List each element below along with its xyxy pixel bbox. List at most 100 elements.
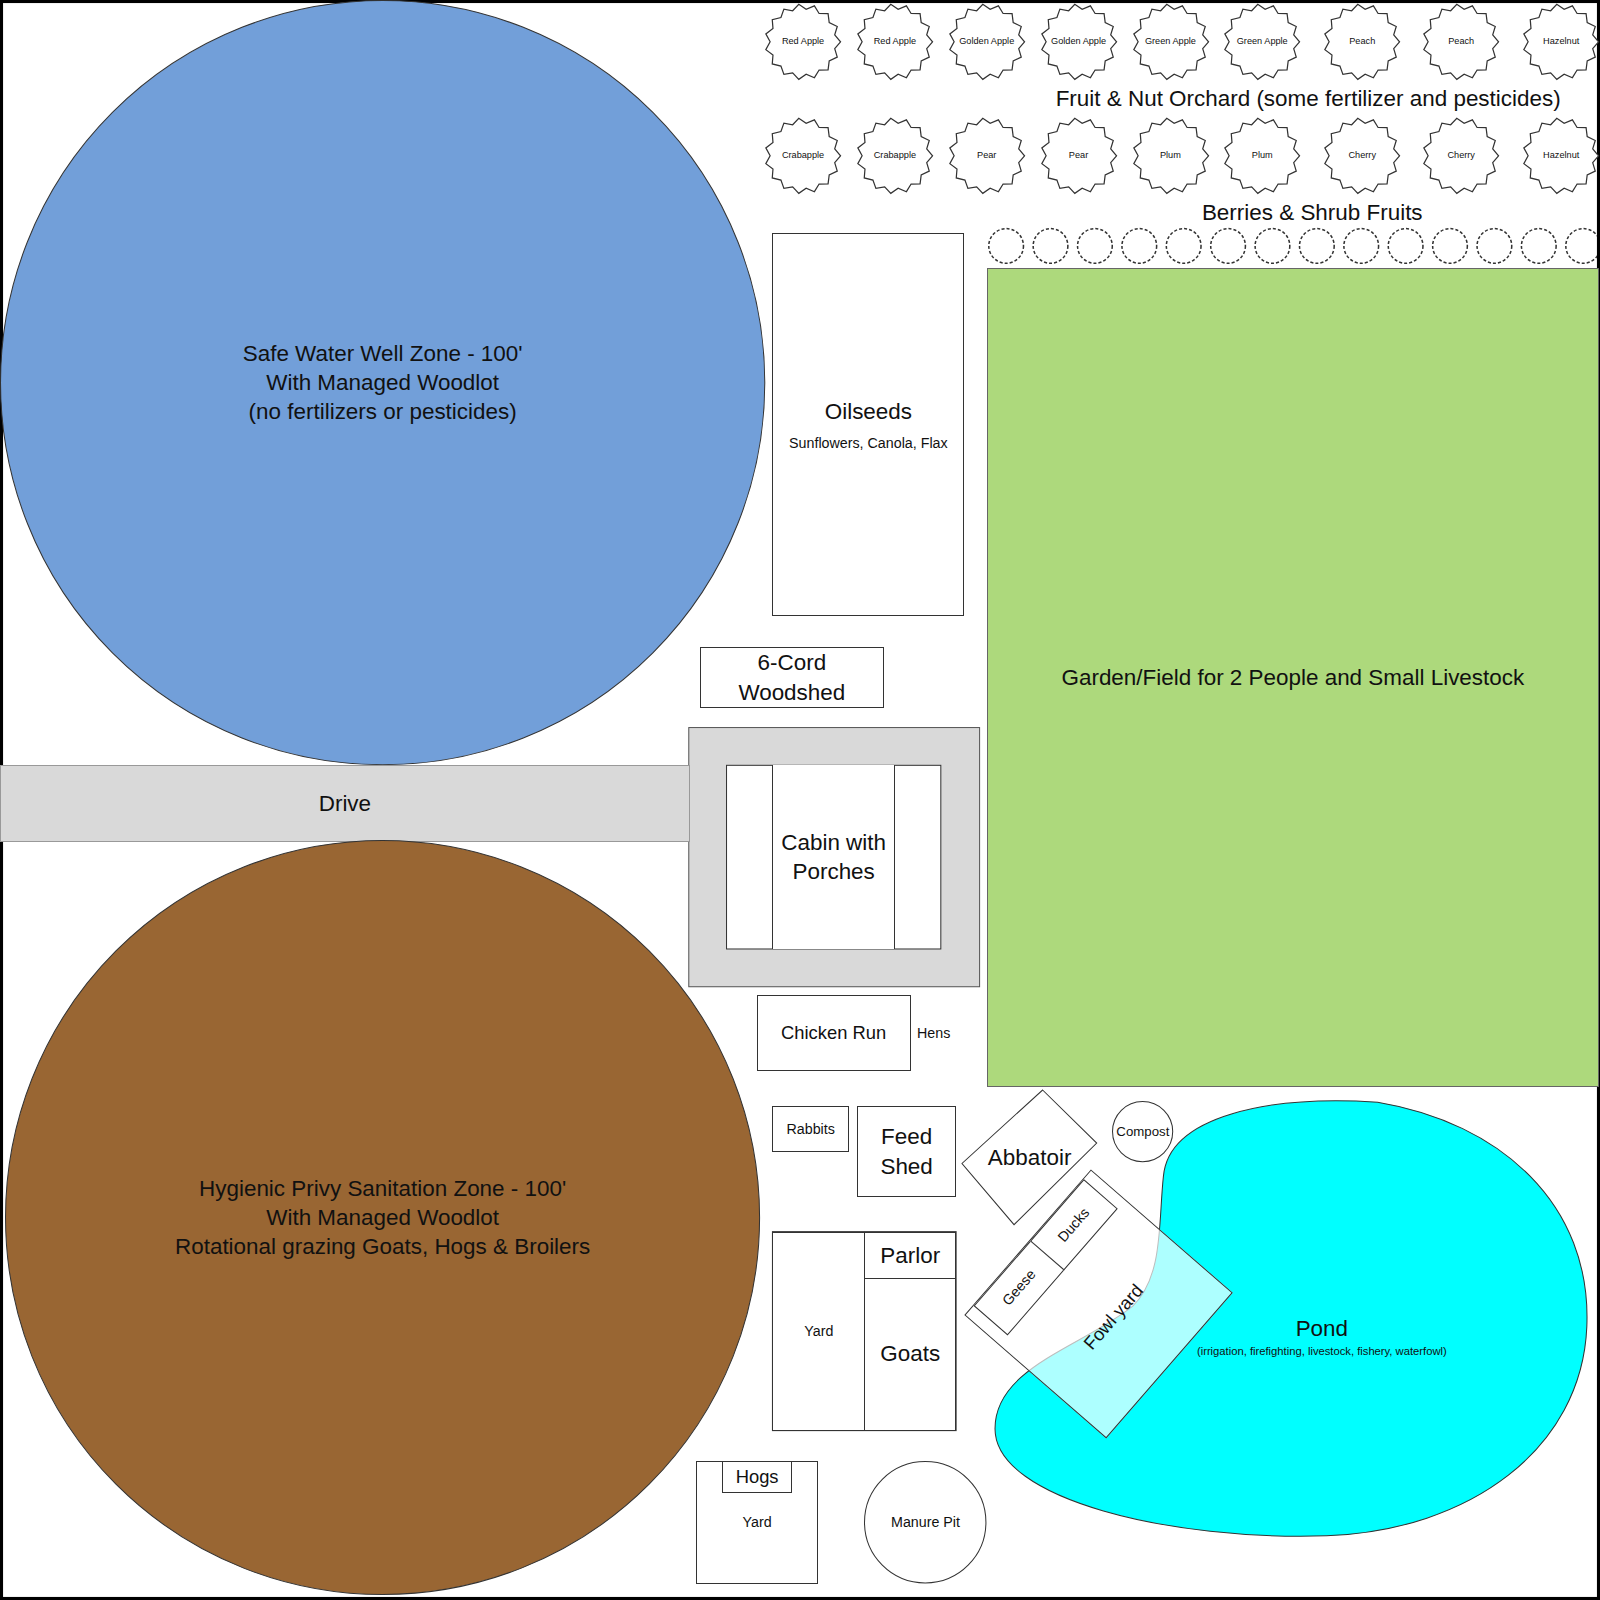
fruit-tree: Hazelnut xyxy=(1522,117,1600,195)
berries-label: Berries & Shrub Fruits xyxy=(1202,200,1423,226)
node-label: Garden/Field for 2 People and Small Live… xyxy=(1061,663,1524,692)
node-label: Peach xyxy=(1448,36,1474,48)
node-label: Red Apple xyxy=(874,36,916,48)
oilseed-plot: OilseedsSunflowers, Canola, Flax xyxy=(772,233,964,617)
fruit-tree: Golden Apple xyxy=(1040,3,1118,81)
fruit-tree: Pear xyxy=(948,117,1026,195)
hen-house: Hens xyxy=(910,995,956,1072)
berry-shrub xyxy=(1211,229,1246,264)
fruit-tree: Cherry xyxy=(1422,117,1500,195)
compost-circle: Compost xyxy=(1112,1101,1173,1162)
node-label: Manure Pit xyxy=(891,1513,960,1532)
hog-house: Hogs xyxy=(722,1461,791,1493)
fruit-tree: Cherry xyxy=(1323,117,1401,195)
well-zone-shape xyxy=(1,1,765,765)
node-label: Parlor xyxy=(880,1241,940,1270)
well-zone: Safe Water Well Zone - 100'With Managed … xyxy=(0,0,765,765)
berry-shrub xyxy=(1477,229,1512,264)
tree-canopy xyxy=(766,4,841,79)
node-sublabel: With Managed Woodlot xyxy=(266,1203,499,1232)
node-label: Safe Water Well Zone - 100' xyxy=(243,339,523,368)
fruit-tree: Pear xyxy=(1040,117,1118,195)
cabin-yard xyxy=(689,728,980,987)
tree-canopy xyxy=(950,4,1025,79)
woodshed: 6-Cord Woodshed xyxy=(700,647,884,708)
cabin: Cabin with Porches xyxy=(772,765,894,949)
node-label: Plum xyxy=(1160,150,1181,162)
node-label: Compost xyxy=(1116,1123,1169,1140)
node-label: Drive xyxy=(319,789,371,818)
node-label: Fowl yard xyxy=(1078,1279,1148,1355)
node-label: Hygienic Privy Sanitation Zone - 100' xyxy=(199,1174,566,1203)
goat-barn-outline xyxy=(772,1232,956,1431)
tree-canopy xyxy=(1133,119,1208,194)
node-label: Plum xyxy=(1252,150,1273,162)
fruit-tree: Plum xyxy=(1132,117,1210,195)
berry-shrub xyxy=(1521,229,1556,264)
node-label: Hogs xyxy=(736,1465,779,1489)
tree-canopy xyxy=(858,119,933,194)
node-label: Cherry xyxy=(1447,150,1475,162)
orchard-label: Fruit & Nut Orchard (some fertilizer and… xyxy=(1056,86,1561,112)
berry-shrub xyxy=(1122,229,1157,264)
node-label: Peach xyxy=(1349,36,1375,48)
fruit-tree: Crabapple xyxy=(856,117,934,195)
node-label: Abbatoir xyxy=(988,1143,1072,1172)
node-label: Feed Shed xyxy=(862,1122,951,1180)
tree-canopy xyxy=(1133,4,1208,79)
fruit-tree: Crabapple xyxy=(764,117,842,195)
node-label: 6-Cord Woodshed xyxy=(705,648,879,706)
berry-shrub xyxy=(1255,229,1290,264)
fruit-tree: Plum xyxy=(1223,117,1301,195)
node-label: Crabapple xyxy=(874,150,916,162)
milking-parlor: Parlor xyxy=(864,1232,956,1279)
garden-field: Garden/Field for 2 People and Small Live… xyxy=(987,268,1599,1086)
fruit-tree: Golden Apple xyxy=(948,3,1026,81)
drive-band: Drive xyxy=(0,765,690,842)
berry-shrubs xyxy=(989,229,1600,264)
berry-shrub xyxy=(1566,229,1600,264)
tree-canopy xyxy=(1424,4,1499,79)
node-label: Rabbits xyxy=(787,1120,835,1139)
berry-shrub xyxy=(1078,229,1113,264)
tree-canopy xyxy=(1225,119,1300,194)
node-sublabel: With Managed Woodlot xyxy=(266,368,499,397)
tree-canopy xyxy=(1042,4,1117,79)
node-sublabel: (irrigation, firefighting, livestock, fi… xyxy=(1197,1344,1447,1359)
node-label: Crabapple xyxy=(782,150,824,162)
compost-circle-shape xyxy=(1113,1102,1173,1162)
node-sublabel: Sunflowers, Canola, Flax xyxy=(789,434,948,453)
node-label: Oilseeds xyxy=(825,397,912,426)
sanitation-zone-shape xyxy=(6,840,760,1594)
tree-canopy xyxy=(950,119,1025,194)
node-label: Geese xyxy=(998,1266,1040,1310)
fruit-tree: Peach xyxy=(1323,3,1401,81)
tree-canopy xyxy=(1225,4,1300,79)
tree-canopy xyxy=(1042,119,1117,194)
berry-shrub xyxy=(1033,229,1068,264)
fruit-tree: Peach xyxy=(1422,3,1500,81)
tree-canopy xyxy=(1524,4,1599,79)
feed-shed: Feed Shed xyxy=(857,1106,956,1197)
tree-canopy xyxy=(766,119,841,194)
berry-shrub xyxy=(1388,229,1423,264)
chicken-run: Chicken Run Hens xyxy=(757,995,956,1072)
hog-yard: Yard Hogs xyxy=(696,1461,818,1583)
goat-barn: Goats xyxy=(864,1278,956,1431)
berry-shrub xyxy=(989,229,1024,264)
fruit-tree: Red Apple xyxy=(764,3,842,81)
tree-canopy xyxy=(1424,119,1499,194)
node-label: Cherry xyxy=(1348,150,1376,162)
node-label: Goats xyxy=(880,1339,940,1368)
node-label: Hazelnut xyxy=(1543,36,1579,48)
node-label: Cabin with Porches xyxy=(777,828,889,886)
node-label: Yard xyxy=(743,1513,772,1532)
node-label: Chicken Run xyxy=(781,1021,886,1045)
sanitation-zone: Hygienic Privy Sanitation Zone - 100'Wit… xyxy=(5,840,760,1595)
node-label: Green Apple xyxy=(1145,36,1196,48)
tree-canopy xyxy=(1524,119,1599,194)
cabin-footprint xyxy=(727,765,941,949)
node-label: Golden Apple xyxy=(959,36,1014,48)
node-sublabel: (no fertilizers or pesticides) xyxy=(249,397,517,426)
